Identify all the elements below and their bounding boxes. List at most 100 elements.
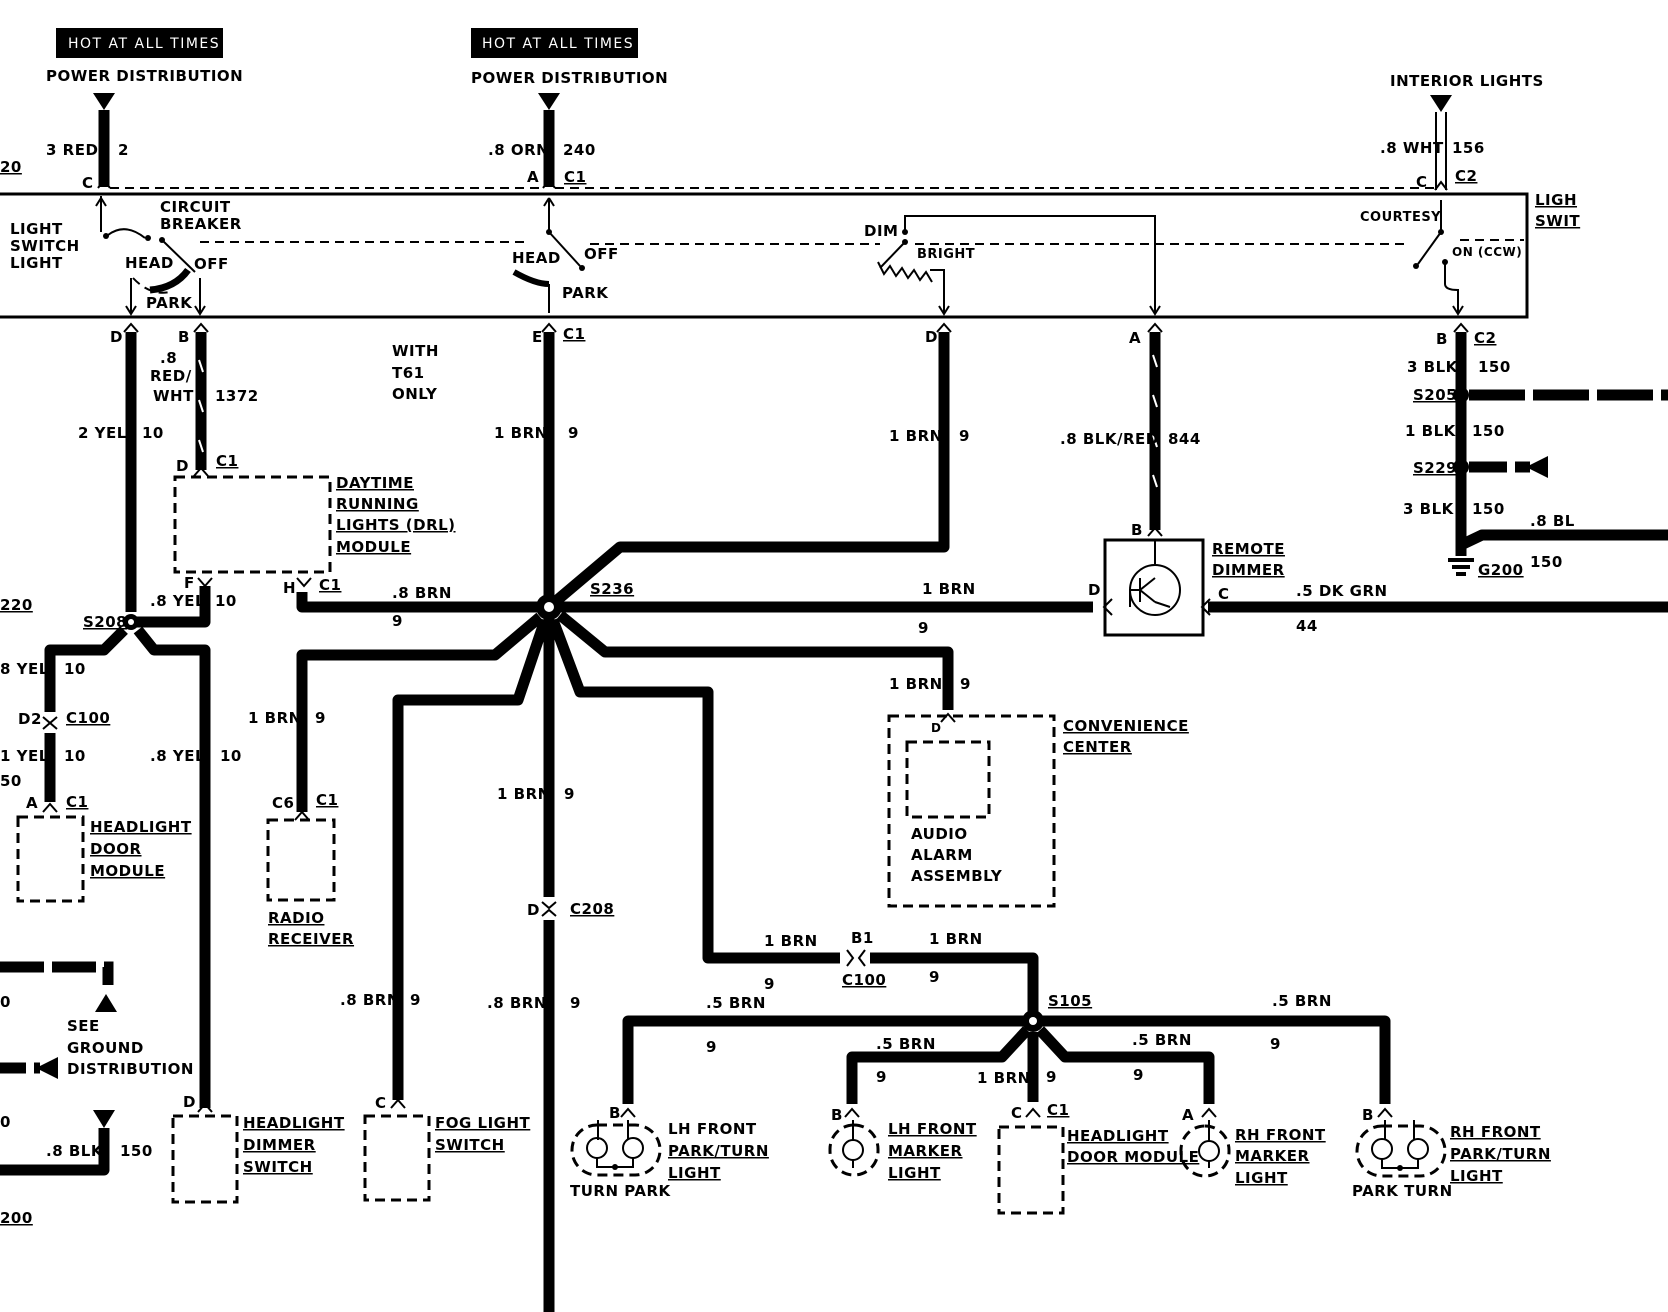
t61-label-2: T61 (392, 364, 425, 382)
source-arrow-2-icon (538, 93, 560, 110)
lhm-label-2: MARKER (888, 1142, 963, 1160)
conv-label-2: CENTER (1063, 738, 1132, 756)
wire-5brn-ml-num: 9 (876, 1068, 887, 1086)
rhp-label-2: PARK/TURN (1450, 1145, 1551, 1163)
conn-c-right: C (1416, 173, 1428, 191)
rh-front-marker-light: A RH FRONT MARKER LIGHT (1179, 1106, 1326, 1187)
rhp-label-3: LIGHT (1450, 1167, 1503, 1185)
splice-s208-label: S208 (83, 613, 127, 631)
wire-brn-c100b: 1 BRN (929, 930, 983, 948)
conv-label-1: CONVENIENCE (1063, 717, 1189, 735)
splice-s205: S205 (1413, 386, 1457, 404)
fog-label-1: FOG LIGHT (435, 1114, 531, 1132)
power-source-2: HOT AT ALL TIMES POWER DISTRIBUTION (471, 28, 668, 110)
left-label-0b: 0 (0, 1113, 11, 1131)
wire-3blk-a-num: 150 (1478, 358, 1511, 376)
wire-brn-e: 1 BRN (494, 424, 548, 442)
fog-label-2: SWITCH (435, 1136, 505, 1154)
head-label-1: HEAD (125, 254, 174, 272)
wire-8brn-h: .8 BRN (392, 584, 452, 602)
drl-conn-f: F (184, 574, 195, 592)
light-switch-label-2: SWITCH (10, 237, 80, 255)
wire-5brn-r-num: 9 (1270, 1035, 1281, 1053)
wire-8wht: .8 WHT (1380, 139, 1444, 157)
hdm2-conn-c: C (1011, 1104, 1023, 1122)
drl-label-1: DAYTIME (336, 474, 414, 492)
fog-light-switch: C FOG LIGHT SWITCH (363, 1094, 531, 1202)
hot-at-all-times-1: HOT AT ALL TIMES (68, 36, 220, 52)
left-label-200: 200 (0, 1209, 33, 1227)
wire-brn-c100b-num: 9 (929, 968, 940, 986)
lhp-label-3: LIGHT (668, 1164, 721, 1182)
hdm-label-3: MODULE (90, 862, 165, 880)
hdm2-label-2: DOOR MODULE (1067, 1148, 1199, 1166)
wire-5brn-ml: .5 BRN (876, 1035, 936, 1053)
lh-front-marker-light: B LH FRONT MARKER LIGHT (828, 1106, 976, 1182)
wire-brn-rd: 1 BRN (922, 580, 976, 598)
ground-g200: G200 (1478, 561, 1524, 579)
wire-blkred: .8 BLK/RED (1060, 430, 1159, 448)
circuit-breaker-label-1: CIRCUIT (160, 198, 231, 216)
conn-a-mid: A (527, 168, 539, 186)
source-arrow-3-icon (1430, 95, 1452, 112)
light-switch-assembly: LIGHT SWITCH LIGHT LIGH SWIT CIRCUIT BRE… (0, 187, 1580, 319)
drl-label-4: MODULE (336, 538, 411, 556)
splice-s229: S229 (1413, 459, 1457, 477)
circuit-breaker-label-2: BREAKER (160, 215, 242, 233)
rhm-label-1: RH FRONT (1235, 1126, 1326, 1144)
wire-3red: 3 RED (46, 141, 98, 159)
rd-conn-b: B (1131, 521, 1143, 539)
wire-8bl-num: 150 (1530, 553, 1563, 571)
wire-redwht-b: RED/ (150, 367, 192, 385)
splice-s236-label: S236 (590, 580, 634, 598)
wire-brn-radio: 1 BRN (248, 709, 302, 727)
ground-g200-icon (1448, 558, 1474, 576)
hot-at-all-times-2: HOT AT ALL TIMES (482, 36, 634, 52)
wire-8orn: .8 ORN (488, 141, 549, 159)
conv-conn-d: D (931, 721, 941, 735)
wire-blkred-num: 844 (1168, 430, 1201, 448)
wire-5brn-mr: .5 BRN (1132, 1031, 1192, 1049)
wire-8brn-down-num: 9 (570, 994, 581, 1012)
audio-label-1: AUDIO (911, 825, 968, 843)
lh-front-park-turn-light: B LH FRONT PARK/TURN LIGHT TURN PARK (570, 1104, 768, 1200)
wire-left-yel-2-num: 10 (64, 747, 86, 765)
remote-dimmer: B D C REMOTE DIMMER (1088, 521, 1284, 637)
wire-8yel-num: 10 (215, 592, 237, 610)
wire-8bl: .8 BL (1530, 512, 1575, 530)
hdm2-label-1: HEADLIGHT (1067, 1127, 1169, 1145)
hdm-conn-a: A (26, 794, 38, 812)
left-label-20: 20 (0, 158, 22, 176)
rd-conn-d: D (1088, 581, 1101, 599)
wire-8brn-fog: .8 BRN (340, 991, 400, 1009)
interior-lights: INTERIOR LIGHTS (1390, 72, 1544, 90)
conn-c1-e: C1 (563, 325, 585, 343)
wire-redwht-c: WHT (153, 387, 194, 405)
wire-8yel: .8 YEL (150, 592, 205, 610)
wire-8yel-b: .8 YEL (150, 747, 205, 765)
wire-1brn-hd: 1 BRN (977, 1069, 1031, 1087)
off-label-2: OFF (584, 245, 619, 263)
wire-brn-radio-num: 9 (315, 709, 326, 727)
wire-brn-mid-num: 9 (564, 785, 575, 803)
rh-front-park-turn-light: B RH FRONT PARK/TURN LIGHT PARK TURN (1352, 1106, 1551, 1200)
radio-receiver: C6 C1 RADIO RECEIVER (266, 791, 354, 948)
hdm-label-2: DOOR (90, 840, 142, 858)
rhp-sub-label: PARK TURN (1352, 1182, 1453, 1200)
wire-8yel-b-num: 10 (220, 747, 242, 765)
conn-c2-b: C2 (1474, 329, 1496, 347)
left-label-220: 220 (0, 596, 33, 614)
lhm-conn-b: B (831, 1106, 843, 1124)
power-distribution-1: POWER DISTRIBUTION (46, 67, 243, 85)
lhm-label-3: LIGHT (888, 1164, 941, 1182)
wire-3blk-b-num: 150 (1472, 500, 1505, 518)
c208-label: C208 (570, 900, 614, 918)
hdm2-conn-c1: C1 (1047, 1101, 1069, 1119)
power-source-1: HOT AT ALL TIMES POWER DISTRIBUTION (46, 28, 243, 110)
wire-left-yel-1: 8 YEL (0, 660, 49, 678)
wire-5brn-mr-num: 9 (1133, 1066, 1144, 1084)
conn-d1: D (110, 328, 123, 346)
audio-label-3: ASSEMBLY (911, 867, 1003, 885)
headlight-door-module-left: A C1 HEADLIGHT DOOR MODULE (16, 793, 191, 903)
drl-conn-h: H (283, 579, 296, 597)
